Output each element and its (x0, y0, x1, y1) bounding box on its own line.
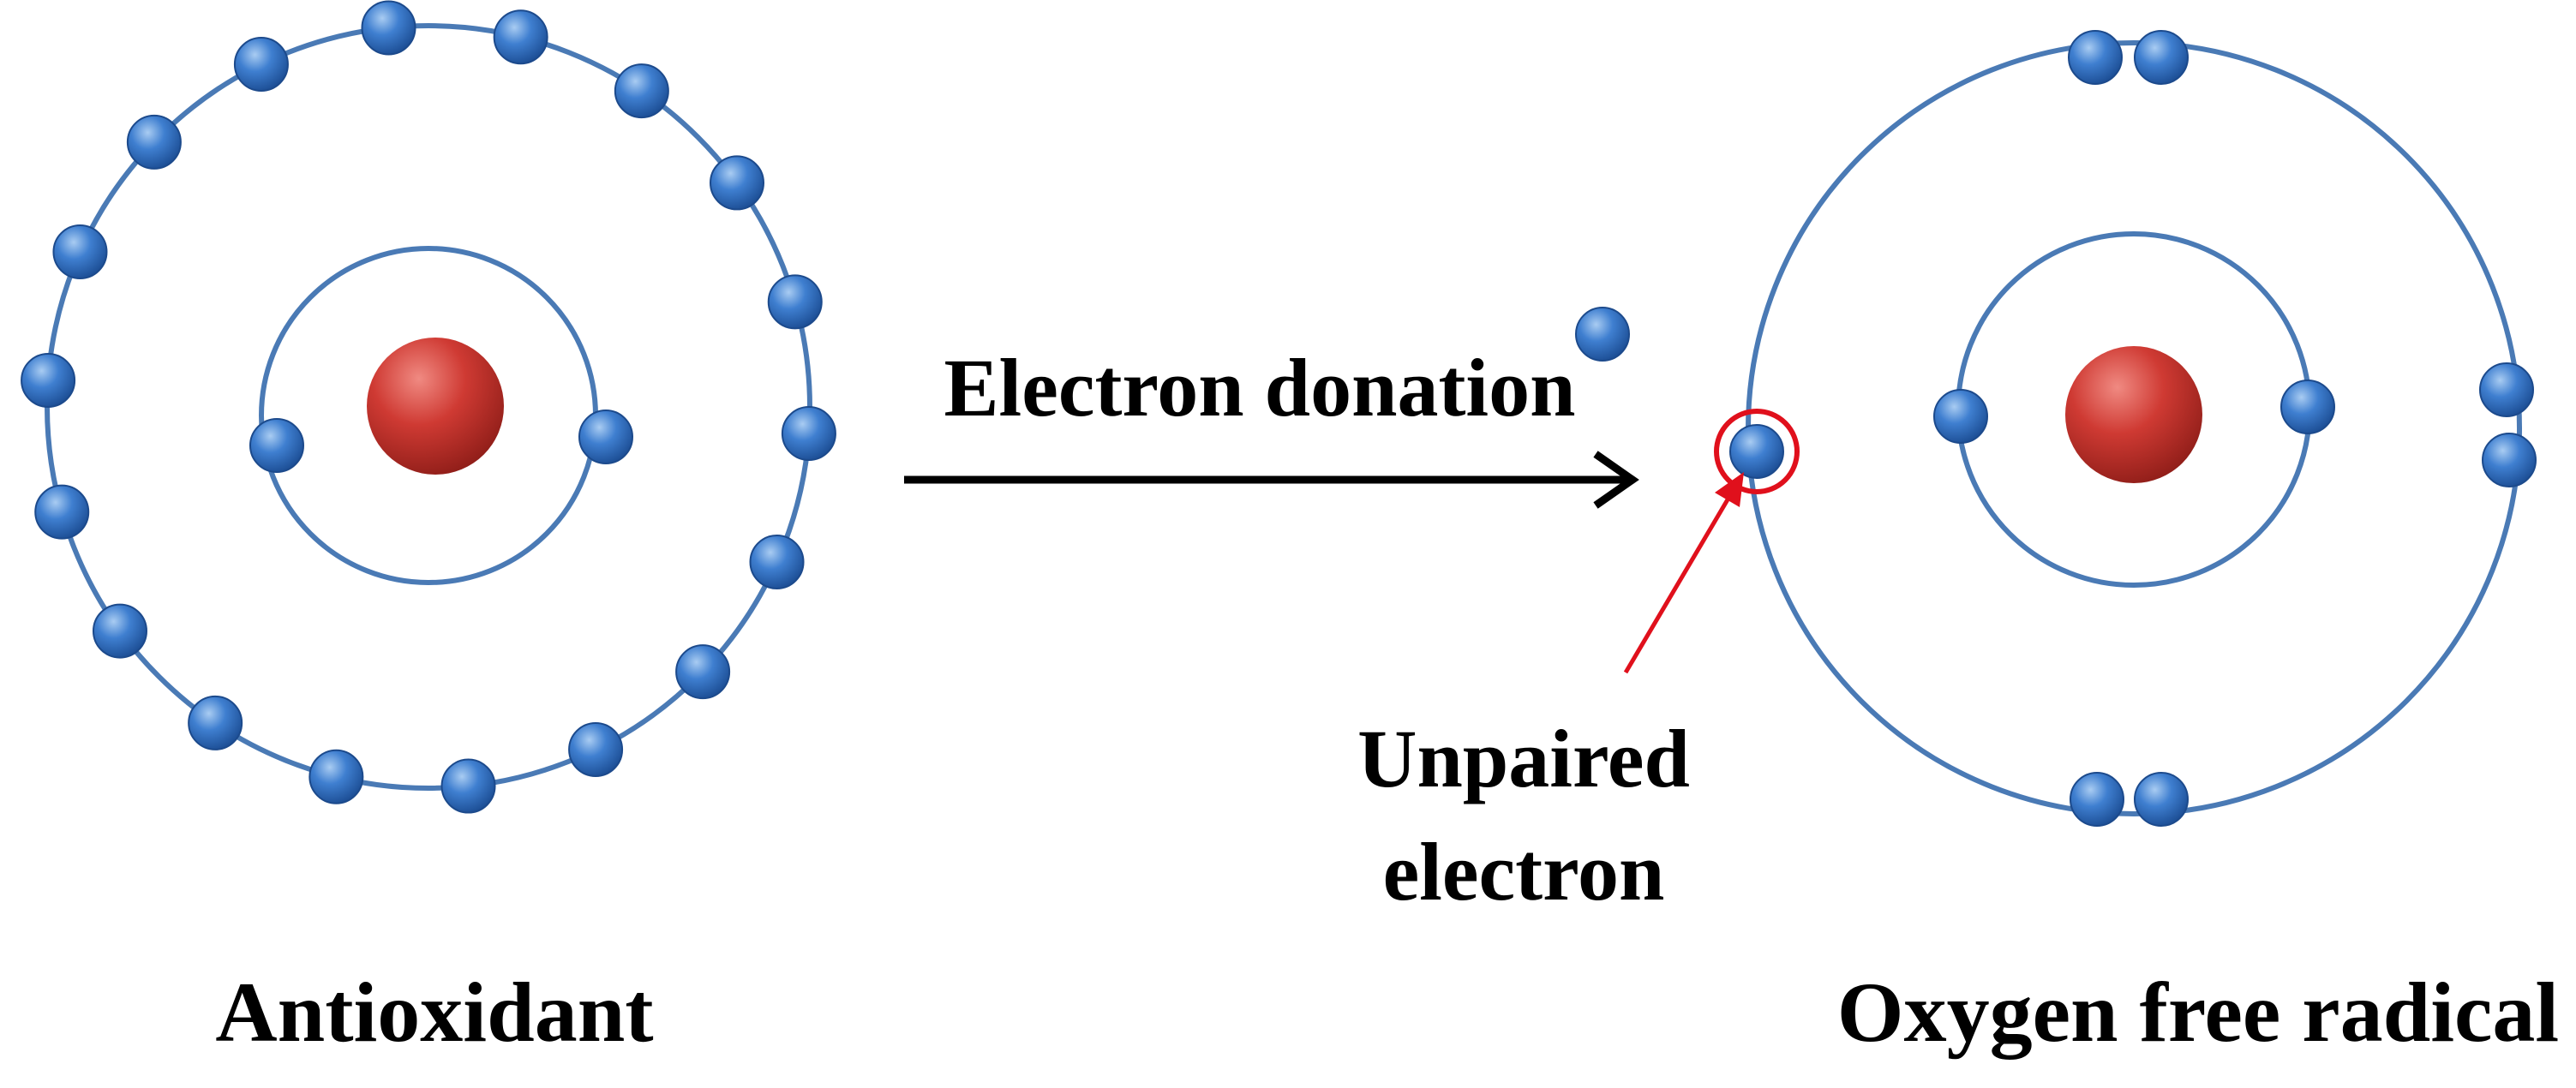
antioxidant-outer-electron (710, 155, 765, 211)
radical-outer-electron (2070, 772, 2124, 827)
radical-outer-electron (2479, 362, 2534, 417)
antioxidant-outer-electron (21, 352, 76, 408)
unpaired-label-line1: Unpaired (1357, 713, 1690, 804)
radical-outer-electron (2134, 772, 2189, 827)
donation-arrow (904, 451, 1639, 509)
antioxidant-outer-electron (493, 9, 548, 65)
antioxidant-outer-electron (92, 603, 147, 659)
antioxidant-atom (21, 0, 836, 814)
antioxidant-outer-electron (675, 644, 731, 700)
antioxidant-outer-electron (233, 37, 289, 93)
antioxidant-outer-electron (361, 0, 416, 56)
antioxidant-outer-electron (309, 749, 364, 804)
radical-outer-electron (2134, 30, 2189, 85)
donated-electron (1575, 307, 1630, 362)
radical-electrons (1729, 30, 2537, 827)
radical-inner-electron (2280, 380, 2335, 434)
arrow-head (1593, 451, 1639, 509)
antioxidant-inner-electron (249, 418, 304, 473)
antioxidant-inner-electron (578, 409, 633, 464)
antioxidant-outer-electron (614, 63, 669, 119)
antioxidant-outer-electron (767, 274, 823, 330)
antioxidant-outer-electron (52, 224, 108, 280)
antioxidant-label: Antioxidant (215, 965, 653, 1060)
antioxidant-outer-electron (126, 114, 182, 170)
radical-nucleus (2065, 346, 2202, 483)
antioxidant-outer-electron (749, 534, 805, 589)
radical-outer-electron (2068, 30, 2123, 85)
antioxidant-outer-electron (440, 758, 496, 814)
unpaired-pointer (1623, 472, 1744, 674)
oxygen-free-radical-label: Oxygen free radical (1837, 965, 2559, 1060)
unpaired-label-line2: electron (1383, 826, 1665, 918)
pointer-line (1623, 489, 1735, 674)
donated-electron-dot (1575, 307, 1630, 362)
antioxidant-outer-electron (34, 484, 90, 540)
antioxidant-outer-electron (188, 695, 243, 750)
radical-outer-electron (2482, 433, 2537, 487)
antioxidant-outer-electron (568, 721, 624, 777)
antioxidant-outer-electron (781, 406, 836, 462)
unpaired-electron-highlight-ring (1714, 409, 1800, 494)
radical-inner-electron (1933, 389, 1988, 444)
antioxidant-electrons (21, 0, 836, 814)
arrow-label: Electron donation (944, 342, 1576, 433)
oxygen-free-radical-atom (1714, 30, 2537, 827)
antioxidant-nucleus (367, 338, 504, 475)
pointer-head (1715, 472, 1744, 507)
unpaired-electron (1729, 424, 1784, 479)
